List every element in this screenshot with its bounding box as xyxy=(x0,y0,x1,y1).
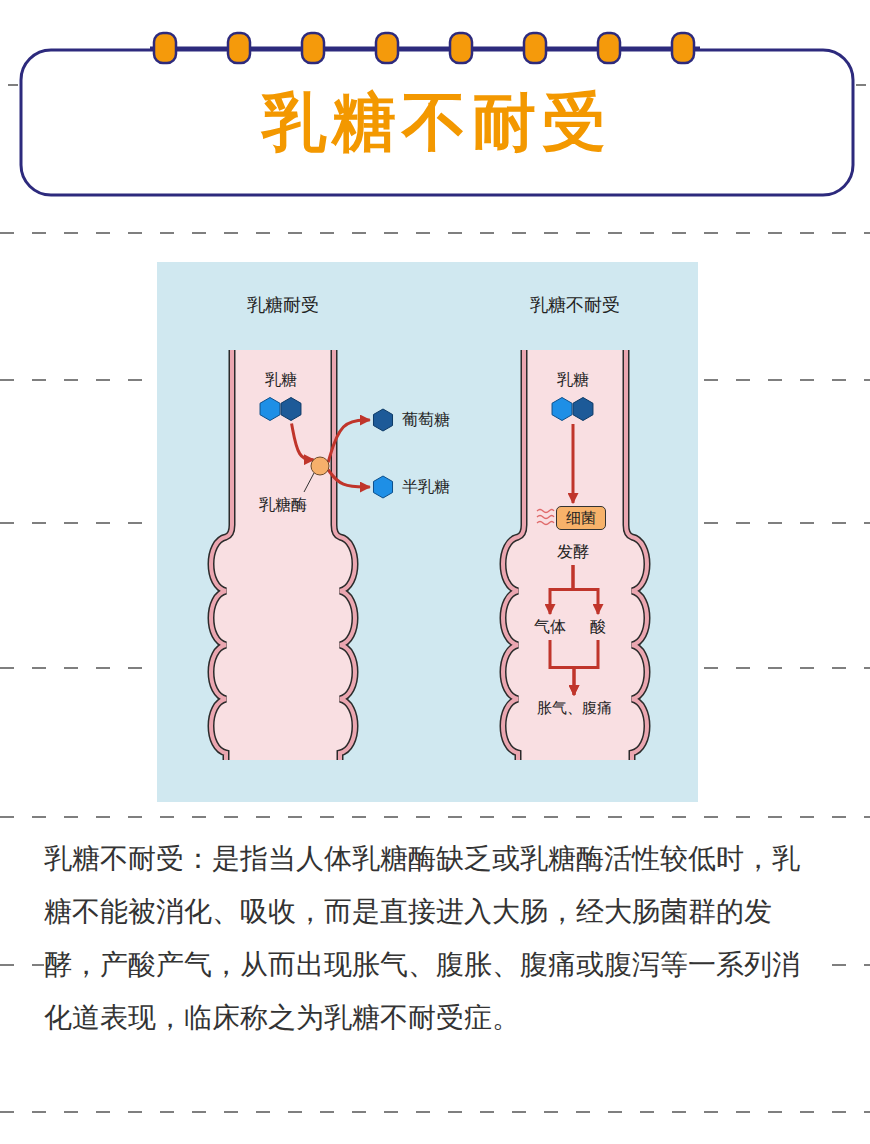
dashed-rule xyxy=(0,232,870,234)
hexagon xyxy=(573,398,593,421)
intestine-wall xyxy=(626,350,647,760)
enzyme-dot: 乳糖酶 xyxy=(250,455,334,517)
binder-ring xyxy=(228,33,250,63)
process-label: 气体 xyxy=(534,616,566,638)
lactose-molecule: 乳糖 xyxy=(549,369,597,421)
intestine-wall xyxy=(211,350,232,760)
dashed-rule xyxy=(0,1111,870,1113)
caption-box: 乳糖不耐受：是指当人体乳糖酶缺乏或乳糖酶活性较低时，乳糖不能被消化、吸收，而是直… xyxy=(44,832,814,1044)
dashed-rules xyxy=(0,85,870,1112)
sugar-molecule: 葡萄糖 xyxy=(372,408,450,432)
lactose-molecule: 乳糖 xyxy=(257,369,305,421)
binder-ring xyxy=(524,33,546,63)
binder-ring xyxy=(672,33,694,63)
intestine-wall xyxy=(334,350,355,760)
process-label: 发酵 xyxy=(557,541,589,563)
intestine-fill xyxy=(211,350,355,760)
intestine-wall xyxy=(211,350,232,760)
sugar-hexagon xyxy=(372,475,394,499)
dashed-rule xyxy=(8,84,18,86)
node-label: 半乳糖 xyxy=(402,476,450,498)
node-label: 葡萄糖 xyxy=(402,409,450,431)
sugar-molecule: 半乳糖 xyxy=(372,475,450,499)
hexagon xyxy=(552,398,572,421)
binder-ring xyxy=(302,33,324,63)
lactose-hexagons xyxy=(549,397,597,421)
dashed-rule xyxy=(0,816,870,818)
dashed-rule xyxy=(856,84,866,86)
node-label: 乳糖不耐受 xyxy=(490,293,660,317)
leader-line xyxy=(304,473,314,492)
hexagon xyxy=(373,409,392,431)
bacteria-box: 细菌 xyxy=(556,506,606,530)
process-label: 酸 xyxy=(590,616,606,638)
intestine-outline xyxy=(198,285,368,765)
node-label: 发酵 xyxy=(557,541,589,563)
node-label: 胀气、腹痛 xyxy=(537,697,612,719)
node-label: 气体 xyxy=(534,616,566,638)
intestine-wall xyxy=(334,350,355,760)
intestine-wall xyxy=(626,350,647,760)
hexagon xyxy=(260,398,280,421)
process-label: 胀气、腹痛 xyxy=(537,697,612,719)
binder-ring xyxy=(450,33,472,63)
intestine-wall xyxy=(503,350,524,760)
node-label: 乳糖酶 xyxy=(250,495,316,515)
node-label: 乳糖 xyxy=(265,369,297,391)
binder-ring xyxy=(376,33,398,63)
node-label: 细菌 xyxy=(566,508,596,528)
binder-rings xyxy=(154,33,694,63)
intestine-wall xyxy=(503,350,524,760)
binder-ring xyxy=(154,33,176,63)
intestine: 乳糖耐受乳糖乳糖酶 xyxy=(198,285,368,765)
title-text: 乳糖不耐受 xyxy=(262,79,612,166)
hexagon xyxy=(373,476,392,498)
intestine: 乳糖不耐受乳糖细菌发酵气体 酸胀气、腹痛 xyxy=(490,285,660,765)
title-frame xyxy=(21,50,853,195)
lactose-hexagons xyxy=(257,397,305,421)
node-label: 酸 xyxy=(590,616,606,638)
title-box: 乳糖不耐受 xyxy=(20,50,853,195)
enzyme-circle xyxy=(311,457,329,475)
diagram-panel xyxy=(157,262,698,802)
binder-ring xyxy=(598,33,620,63)
caption-text: 乳糖不耐受：是指当人体乳糖酶缺乏或乳糖酶活性较低时，乳糖不能被消化、吸收，而是直… xyxy=(44,832,814,1044)
hexagon xyxy=(281,398,301,421)
intestine-fill xyxy=(503,350,647,760)
node-label: 乳糖耐受 xyxy=(198,293,368,317)
node-label: 乳糖 xyxy=(557,369,589,391)
sugar-hexagon xyxy=(372,408,394,432)
